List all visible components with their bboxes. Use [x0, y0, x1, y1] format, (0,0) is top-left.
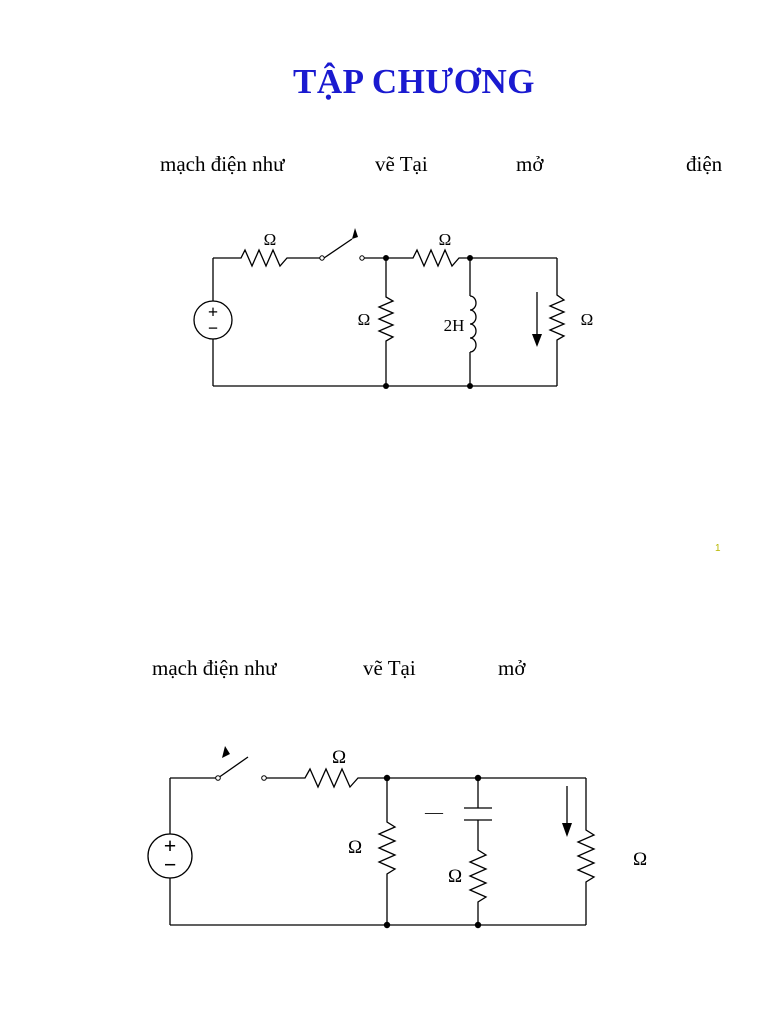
r1b-label: Ω: [332, 747, 346, 768]
problem1-text-3: mở: [516, 152, 544, 176]
page-title: TẬP CHƯƠNG: [293, 62, 535, 101]
r4b-label: Ω: [633, 849, 647, 870]
resistor-4: [548, 258, 566, 386]
problem2-text-3: mở: [498, 656, 526, 680]
problem1-text-2: vẽ Tại: [375, 152, 428, 176]
voltage-source-1: [193, 300, 233, 340]
source-minus-1: −: [208, 318, 218, 338]
page-number: 1: [715, 543, 721, 554]
inductor-label: 2H: [444, 316, 465, 335]
r3-label: Ω: [358, 310, 371, 329]
problem2-text-2: vẽ Tại: [363, 656, 416, 680]
circuit-diagram-1: + − Ω Ω Ω 2H Ω: [193, 228, 594, 389]
resistor-3b: [468, 820, 488, 925]
problem1-text-4: điện: [686, 152, 723, 176]
resistor-2: [386, 248, 557, 268]
source-minus-2: −: [164, 852, 177, 877]
resistor-2b: [377, 778, 397, 925]
r1-label: Ω: [264, 230, 277, 249]
source-plus-1: +: [208, 302, 218, 322]
problem1-text-1: mạch điện như: [160, 152, 285, 176]
r3b-label: Ω: [448, 866, 462, 887]
inductor-1: [469, 295, 477, 353]
current-arrow-1: [532, 334, 542, 347]
circuit-diagram-2: + − Ω Ω — Ω Ω: [147, 746, 647, 929]
switch-1: [323, 238, 353, 259]
resistor-3: [377, 258, 395, 386]
resistor-1: [213, 248, 322, 268]
source-plus-2: +: [164, 833, 177, 858]
current-arrow-2: [562, 823, 572, 837]
voltage-source-2: [147, 833, 193, 879]
resistor-4b: [576, 778, 596, 925]
resistor-1b: [266, 767, 586, 789]
r2-label: Ω: [439, 230, 452, 249]
problem2-text-1: mạch điện như: [152, 656, 277, 680]
r2b-label: Ω: [348, 837, 362, 858]
switch-2: [217, 756, 249, 779]
r4-label: Ω: [581, 310, 594, 329]
cap-value-mark: —: [424, 802, 444, 822]
